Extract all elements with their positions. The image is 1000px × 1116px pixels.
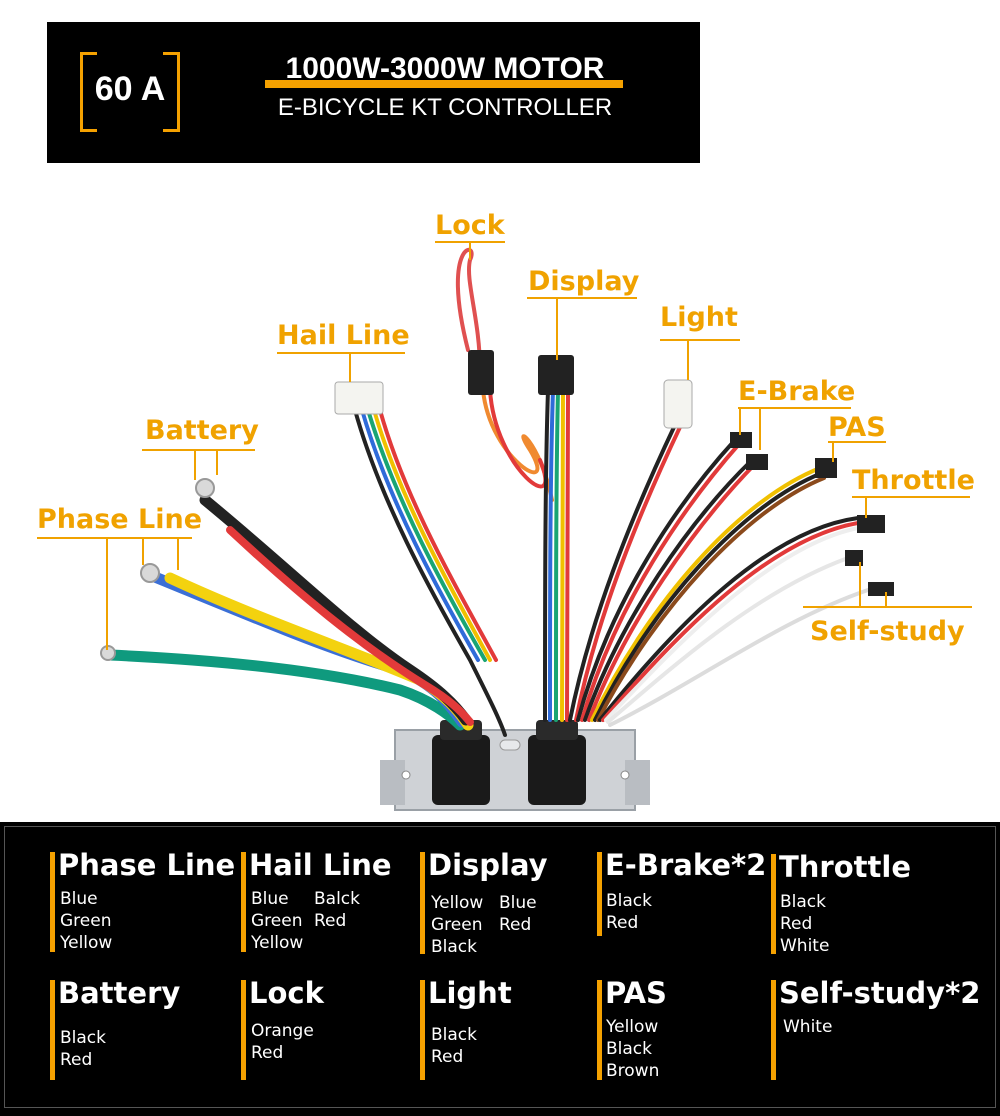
light-connector (663, 379, 693, 429)
cable-gland-right (528, 720, 586, 805)
legend-title: PAS (605, 976, 667, 1010)
legend-title: Hail Line (249, 848, 392, 882)
amperage-badge: 60 A (80, 52, 180, 132)
legend-color: Red (251, 1043, 284, 1063)
legend-color: Brown (606, 1061, 660, 1081)
legend-title: Self-study*2 (779, 976, 981, 1010)
callout-leaders (37, 241, 972, 650)
controller-housing (380, 729, 650, 811)
bracket-right (163, 52, 180, 132)
legend-color: Red (60, 1050, 93, 1070)
legend-color: Red (499, 915, 532, 935)
self-study-connector-1 (845, 550, 863, 566)
display-connector (538, 355, 574, 395)
legend-frame (4, 826, 996, 1108)
callout-pas: PAS (828, 412, 886, 443)
legend-color: Yellow (251, 933, 304, 953)
legend-color: Black (431, 937, 477, 957)
connectors (334, 350, 894, 596)
header-banner: 60 A 1000W-3000W MOTOR E-BICYCLE KT CONT… (47, 22, 700, 163)
legend-color: Balck (314, 889, 360, 909)
wiring-diagram: Lock Display Light Hail Line E-Brake PAS… (0, 200, 1000, 815)
callout-self-study: Self-study (810, 616, 965, 647)
legend-color: White (780, 936, 830, 956)
callout-throttle: Throttle (852, 465, 975, 496)
legend-color: Red (780, 914, 813, 934)
power-cables (104, 494, 474, 731)
callout-hail-line: Hail Line (277, 320, 410, 351)
controller-illustration (37, 241, 972, 811)
legend-color: Red (606, 913, 639, 933)
e-brake-connector-1 (730, 432, 752, 448)
legend-color: Yellow (60, 933, 113, 953)
legend-color: Orange (251, 1021, 314, 1041)
page-title: 1000W-3000W MOTOR (285, 52, 605, 85)
legend-color: Blue (499, 893, 537, 913)
lock-connector (468, 350, 494, 395)
throttle-connector (857, 515, 885, 533)
legend-title: E-Brake*2 (605, 848, 767, 882)
legend-color: Black (606, 891, 652, 911)
callout-lock: Lock (435, 210, 505, 241)
legend-color: Blue (251, 889, 289, 909)
pas-connector (815, 458, 837, 478)
page-subtitle: E-BICYCLE KT CONTROLLER (277, 94, 613, 121)
callout-display: Display (528, 266, 640, 297)
legend-color: Red (314, 911, 347, 931)
legend-title: Throttle (779, 850, 911, 884)
legend-color: Green (431, 915, 483, 935)
cable-gland-left (432, 720, 490, 805)
callout-battery: Battery (145, 415, 259, 446)
bracket-left (80, 52, 97, 132)
legend-color: Black (60, 1028, 106, 1048)
legend-color: Yellow (431, 893, 484, 913)
legend-color: Yellow (606, 1017, 659, 1037)
legend-color: Red (431, 1047, 464, 1067)
title-underline (265, 80, 623, 88)
e-brake-connector-2 (746, 454, 768, 470)
callout-phase-line: Phase Line (37, 504, 203, 535)
wire-color-legend: Phase Line Blue Green Yellow Hail Line B… (0, 822, 1000, 1116)
legend-title: Phase Line (58, 848, 236, 882)
amperage-text: 60 A (94, 70, 166, 108)
legend-title: Battery (58, 976, 181, 1010)
legend-title: Lock (249, 976, 324, 1010)
legend-color: Blue (60, 889, 98, 909)
legend-color: Green (60, 911, 112, 931)
self-study-connector-2 (868, 582, 894, 596)
legend-color: White (783, 1017, 833, 1037)
callout-light: Light (660, 302, 738, 333)
legend-color: Green (251, 911, 303, 931)
cable-lugs (100, 478, 215, 661)
legend-color: Black (780, 892, 826, 912)
legend-title: Light (428, 976, 512, 1010)
legend-color: Black (431, 1025, 477, 1045)
legend-title: Display (428, 848, 548, 882)
signal-wires (353, 247, 870, 737)
hail-line-connector (334, 381, 384, 415)
legend-color: Black (606, 1039, 652, 1059)
callout-e-brake: E-Brake (738, 376, 856, 407)
